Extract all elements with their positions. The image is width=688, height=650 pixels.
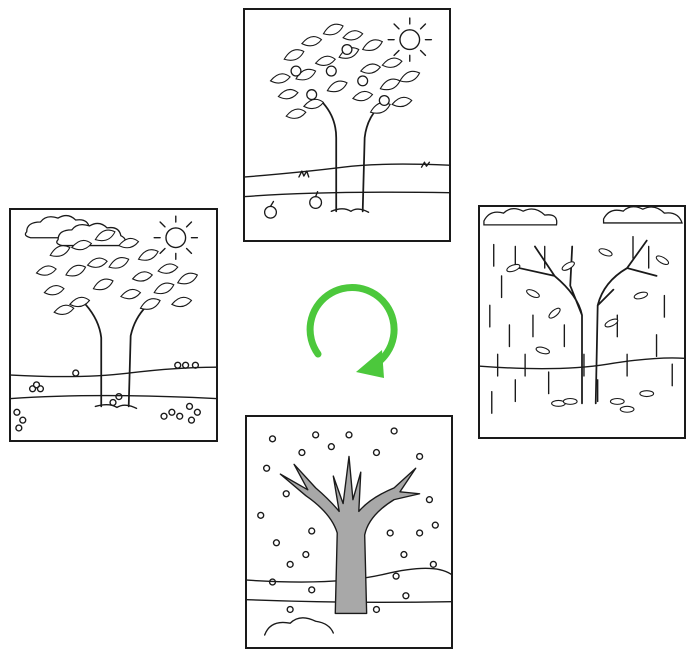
rain-icon: [490, 237, 672, 414]
cloud-icon: [484, 207, 682, 225]
tree-icon: [37, 230, 198, 408]
tree-canopy: [271, 24, 420, 118]
spring-panel: [9, 208, 218, 442]
cycle-arrow: [296, 268, 418, 386]
summer-scene: [245, 10, 449, 240]
ground: [11, 367, 216, 398]
summer-panel: [243, 8, 451, 242]
autumn-panel: [478, 205, 686, 439]
autumn-scene: [480, 207, 684, 437]
tree-icon: [519, 241, 656, 404]
sun-icon: [388, 18, 431, 61]
winter-panel: [245, 415, 453, 649]
snow-drift: [265, 618, 334, 635]
sun-icon: [154, 216, 197, 259]
tree-icon: [280, 456, 419, 613]
apple-icon: [265, 192, 322, 218]
ground: [245, 162, 449, 196]
spring-scene: [11, 210, 216, 440]
cycle-arrow-icon: [296, 268, 418, 386]
winter-scene: [247, 417, 451, 647]
